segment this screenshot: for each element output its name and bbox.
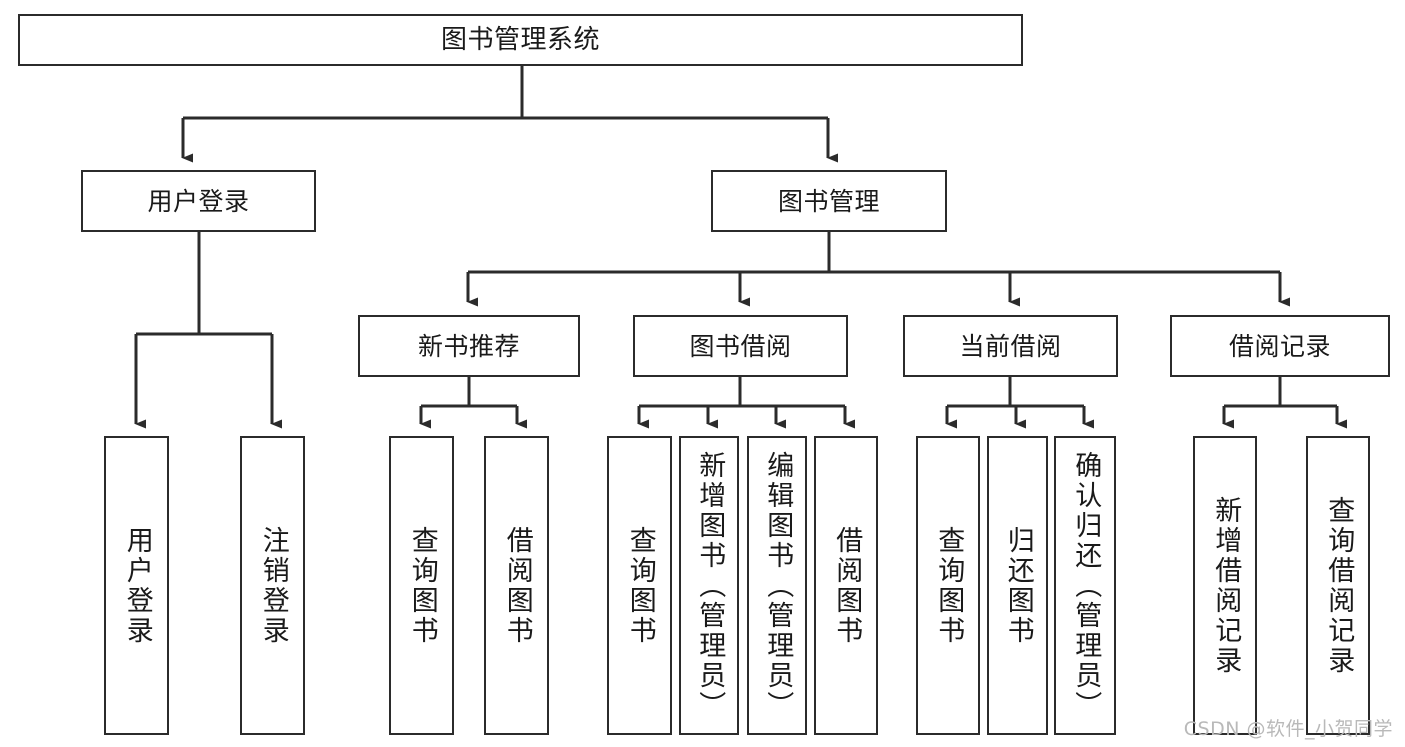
- node-label: 查询图书: [406, 525, 438, 646]
- node-user-login[interactable]: 用户登录: [81, 170, 316, 232]
- watermark-text: CSDN @软件_小贺同学: [1183, 718, 1393, 740]
- node-leaf-add-borrow-record[interactable]: 新增借阅记录: [1193, 436, 1257, 735]
- node-leaf-confirm-return-admin[interactable]: 确认归还（管理员）: [1054, 436, 1116, 735]
- node-leaf-edit-book-admin[interactable]: 编辑图书（管理员）: [747, 436, 807, 735]
- node-label: 查询借阅记录: [1323, 495, 1355, 676]
- node-leaf-borrow-books-borrow[interactable]: 借阅图书: [814, 436, 878, 735]
- node-leaf-borrow-books-newbook[interactable]: 借阅图书: [484, 436, 549, 735]
- node-label: 注销登录: [257, 525, 289, 646]
- node-label: 新增借阅记录: [1210, 495, 1242, 676]
- node-leaf-logout[interactable]: 注销登录: [240, 436, 305, 735]
- node-borrowing-records[interactable]: 借阅记录: [1170, 315, 1390, 377]
- node-label: 借阅记录: [1228, 331, 1331, 361]
- node-label: 新增图书（管理员）: [694, 450, 726, 721]
- node-label: 编辑图书（管理员）: [762, 450, 794, 721]
- node-label: 借阅图书: [501, 525, 533, 646]
- node-leaf-user-login[interactable]: 用户登录: [104, 436, 169, 735]
- node-label: 确认归还（管理员）: [1070, 450, 1102, 721]
- node-label: 新书推荐: [417, 331, 520, 361]
- node-label: 用户登录: [147, 186, 250, 216]
- node-label: 归还图书: [1002, 525, 1034, 646]
- node-leaf-query-books-newbook[interactable]: 查询图书: [389, 436, 454, 735]
- node-root-library-management-system[interactable]: 图书管理系统: [18, 14, 1023, 66]
- node-book-borrowing[interactable]: 图书借阅: [633, 315, 848, 377]
- node-label: 查询图书: [624, 525, 656, 646]
- node-book-management[interactable]: 图书管理: [711, 170, 947, 232]
- node-label: 图书管理系统: [440, 25, 600, 55]
- node-label: 图书借阅: [689, 331, 792, 361]
- node-leaf-return-books[interactable]: 归还图书: [987, 436, 1048, 735]
- node-label: 当前借阅: [959, 331, 1062, 361]
- node-label: 用户登录: [121, 525, 153, 646]
- node-new-book-recommendation[interactable]: 新书推荐: [358, 315, 580, 377]
- node-label: 图书管理: [777, 186, 880, 216]
- node-leaf-query-borrow-record[interactable]: 查询借阅记录: [1306, 436, 1370, 735]
- node-current-borrowing[interactable]: 当前借阅: [903, 315, 1118, 377]
- node-leaf-query-books-current[interactable]: 查询图书: [916, 436, 980, 735]
- node-leaf-query-books-borrow[interactable]: 查询图书: [607, 436, 672, 735]
- node-leaf-add-book-admin[interactable]: 新增图书（管理员）: [679, 436, 739, 735]
- node-label: 借阅图书: [831, 525, 863, 646]
- node-label: 查询图书: [933, 525, 965, 646]
